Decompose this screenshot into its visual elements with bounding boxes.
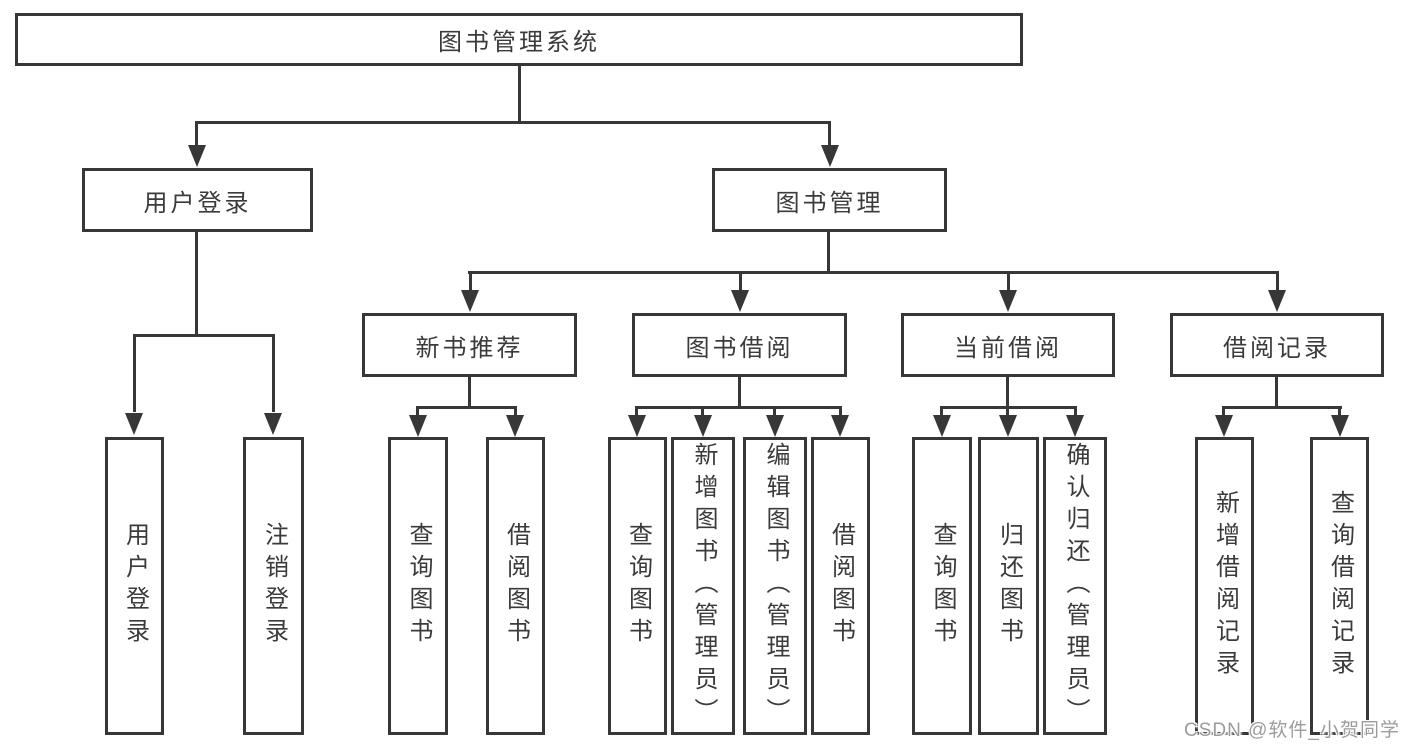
leaf-query-books-recommend-label: 查询图书 xyxy=(405,522,432,650)
connector-line xyxy=(1006,375,1009,409)
node-borrowing-records-label: 借阅记录 xyxy=(1223,334,1331,362)
connector-line xyxy=(272,334,275,412)
leaf-user-login-label: 用户登录 xyxy=(121,522,149,650)
connector-line xyxy=(1222,406,1225,418)
connector-line xyxy=(133,334,275,337)
leaf-confirm-return-admin-label: 确认归还（管理员） xyxy=(1062,442,1089,730)
connector-line xyxy=(469,271,472,291)
arrow-down-icon xyxy=(821,145,839,167)
arrow-down-icon xyxy=(1268,290,1286,312)
arrow-down-icon xyxy=(933,415,951,437)
leaf-borrow-books-borrowing: 借阅图书 xyxy=(811,437,870,735)
leaf-return-books-label: 归还图书 xyxy=(995,522,1023,650)
leaf-logout: 注销登录 xyxy=(243,437,304,735)
arrow-down-icon xyxy=(1215,415,1233,437)
leaf-edit-book-admin-label: 编辑图书（管理员） xyxy=(762,442,789,730)
arrow-down-icon xyxy=(694,415,712,437)
arrow-down-icon xyxy=(264,413,282,435)
arrow-down-icon xyxy=(999,290,1017,312)
arrow-down-icon xyxy=(188,145,206,167)
node-book-borrowing-label: 图书借阅 xyxy=(685,334,794,362)
connector-line xyxy=(839,406,842,418)
leaf-logout-label: 注销登录 xyxy=(260,522,288,650)
arrow-down-icon xyxy=(506,415,524,437)
connector-line xyxy=(827,230,830,274)
leaf-query-books-current: 查询图书 xyxy=(912,437,972,735)
connector-line xyxy=(739,271,742,291)
connector-line xyxy=(635,406,842,409)
connector-line xyxy=(416,406,517,409)
node-user-login: 用户登录 xyxy=(82,168,313,232)
node-current-borrowing-label: 当前借阅 xyxy=(954,334,1062,362)
connector-line xyxy=(738,375,741,409)
leaf-query-books-current-label: 查询图书 xyxy=(929,522,956,650)
node-user-login-label: 用户登录 xyxy=(143,189,252,217)
arrow-down-icon xyxy=(409,415,427,437)
node-borrowing-records: 借阅记录 xyxy=(1170,313,1384,377)
leaf-confirm-return-admin: 确认归还（管理员） xyxy=(1043,437,1107,735)
arrow-down-icon xyxy=(731,290,749,312)
connector-line xyxy=(195,121,831,124)
leaf-add-book-admin-label: 新增图书（管理员） xyxy=(690,442,717,730)
leaf-user-login: 用户登录 xyxy=(105,437,164,735)
arrow-down-icon xyxy=(999,415,1017,437)
arrow-down-icon xyxy=(628,415,646,437)
connector-line xyxy=(195,230,198,337)
node-new-book-recommend: 新书推荐 xyxy=(362,313,577,377)
connector-line xyxy=(701,406,704,418)
node-current-borrowing: 当前借阅 xyxy=(901,313,1115,377)
connector-line xyxy=(1275,375,1278,409)
arrow-down-icon xyxy=(766,415,784,437)
arrow-down-icon xyxy=(1331,415,1349,437)
watermark: CSDN @软件_小贺同学 xyxy=(1184,720,1400,741)
connector-line xyxy=(416,406,419,418)
connector-line xyxy=(518,64,521,123)
connector-line xyxy=(468,271,1279,274)
connector-line xyxy=(1006,406,1009,418)
arrow-down-icon xyxy=(1066,415,1084,437)
leaf-add-borrow-record: 新增借阅记录 xyxy=(1195,437,1254,735)
connector-line xyxy=(1007,271,1010,291)
arrow-down-icon xyxy=(125,413,143,435)
leaf-borrow-books-recommend-label: 借阅图书 xyxy=(502,522,530,650)
leaf-edit-book-admin: 编辑图书（管理员） xyxy=(743,437,807,735)
connector-line xyxy=(773,406,776,418)
arrow-down-icon xyxy=(461,290,479,312)
leaf-query-books-borrowing-label: 查询图书 xyxy=(624,522,652,650)
connector-line xyxy=(940,406,943,418)
leaf-query-books-recommend: 查询图书 xyxy=(388,437,448,735)
arrow-down-icon xyxy=(831,415,849,437)
leaf-add-book-admin: 新增图书（管理员） xyxy=(671,437,735,735)
connector-line xyxy=(1276,271,1279,291)
node-book-management-label: 图书管理 xyxy=(775,189,884,217)
connector-line xyxy=(133,334,136,412)
leaf-query-borrow-record-label: 查询借阅记录 xyxy=(1326,490,1354,682)
leaf-add-borrow-record-label: 新增借阅记录 xyxy=(1211,490,1239,682)
node-book-borrowing: 图书借阅 xyxy=(632,313,847,377)
connector-line xyxy=(1222,406,1342,409)
leaf-borrow-books-recommend: 借阅图书 xyxy=(486,437,545,735)
leaf-query-books-borrowing: 查询图书 xyxy=(608,437,667,735)
leaf-query-borrow-record: 查询借阅记录 xyxy=(1310,437,1369,735)
connector-line xyxy=(1338,406,1341,418)
leaf-borrow-books-borrowing-label: 借阅图书 xyxy=(827,522,855,650)
connector-line xyxy=(635,406,638,418)
connector-line xyxy=(195,121,198,147)
connector-line xyxy=(828,121,831,147)
node-new-book-recommend-label: 新书推荐 xyxy=(415,334,524,362)
node-root-label: 图书管理系统 xyxy=(438,29,600,56)
connector-line xyxy=(514,406,517,418)
connector-line xyxy=(1074,406,1077,418)
connector-line xyxy=(468,375,471,409)
node-book-management: 图书管理 xyxy=(712,168,947,232)
node-root: 图书管理系统 xyxy=(15,13,1023,66)
leaf-return-books: 归还图书 xyxy=(978,437,1039,735)
